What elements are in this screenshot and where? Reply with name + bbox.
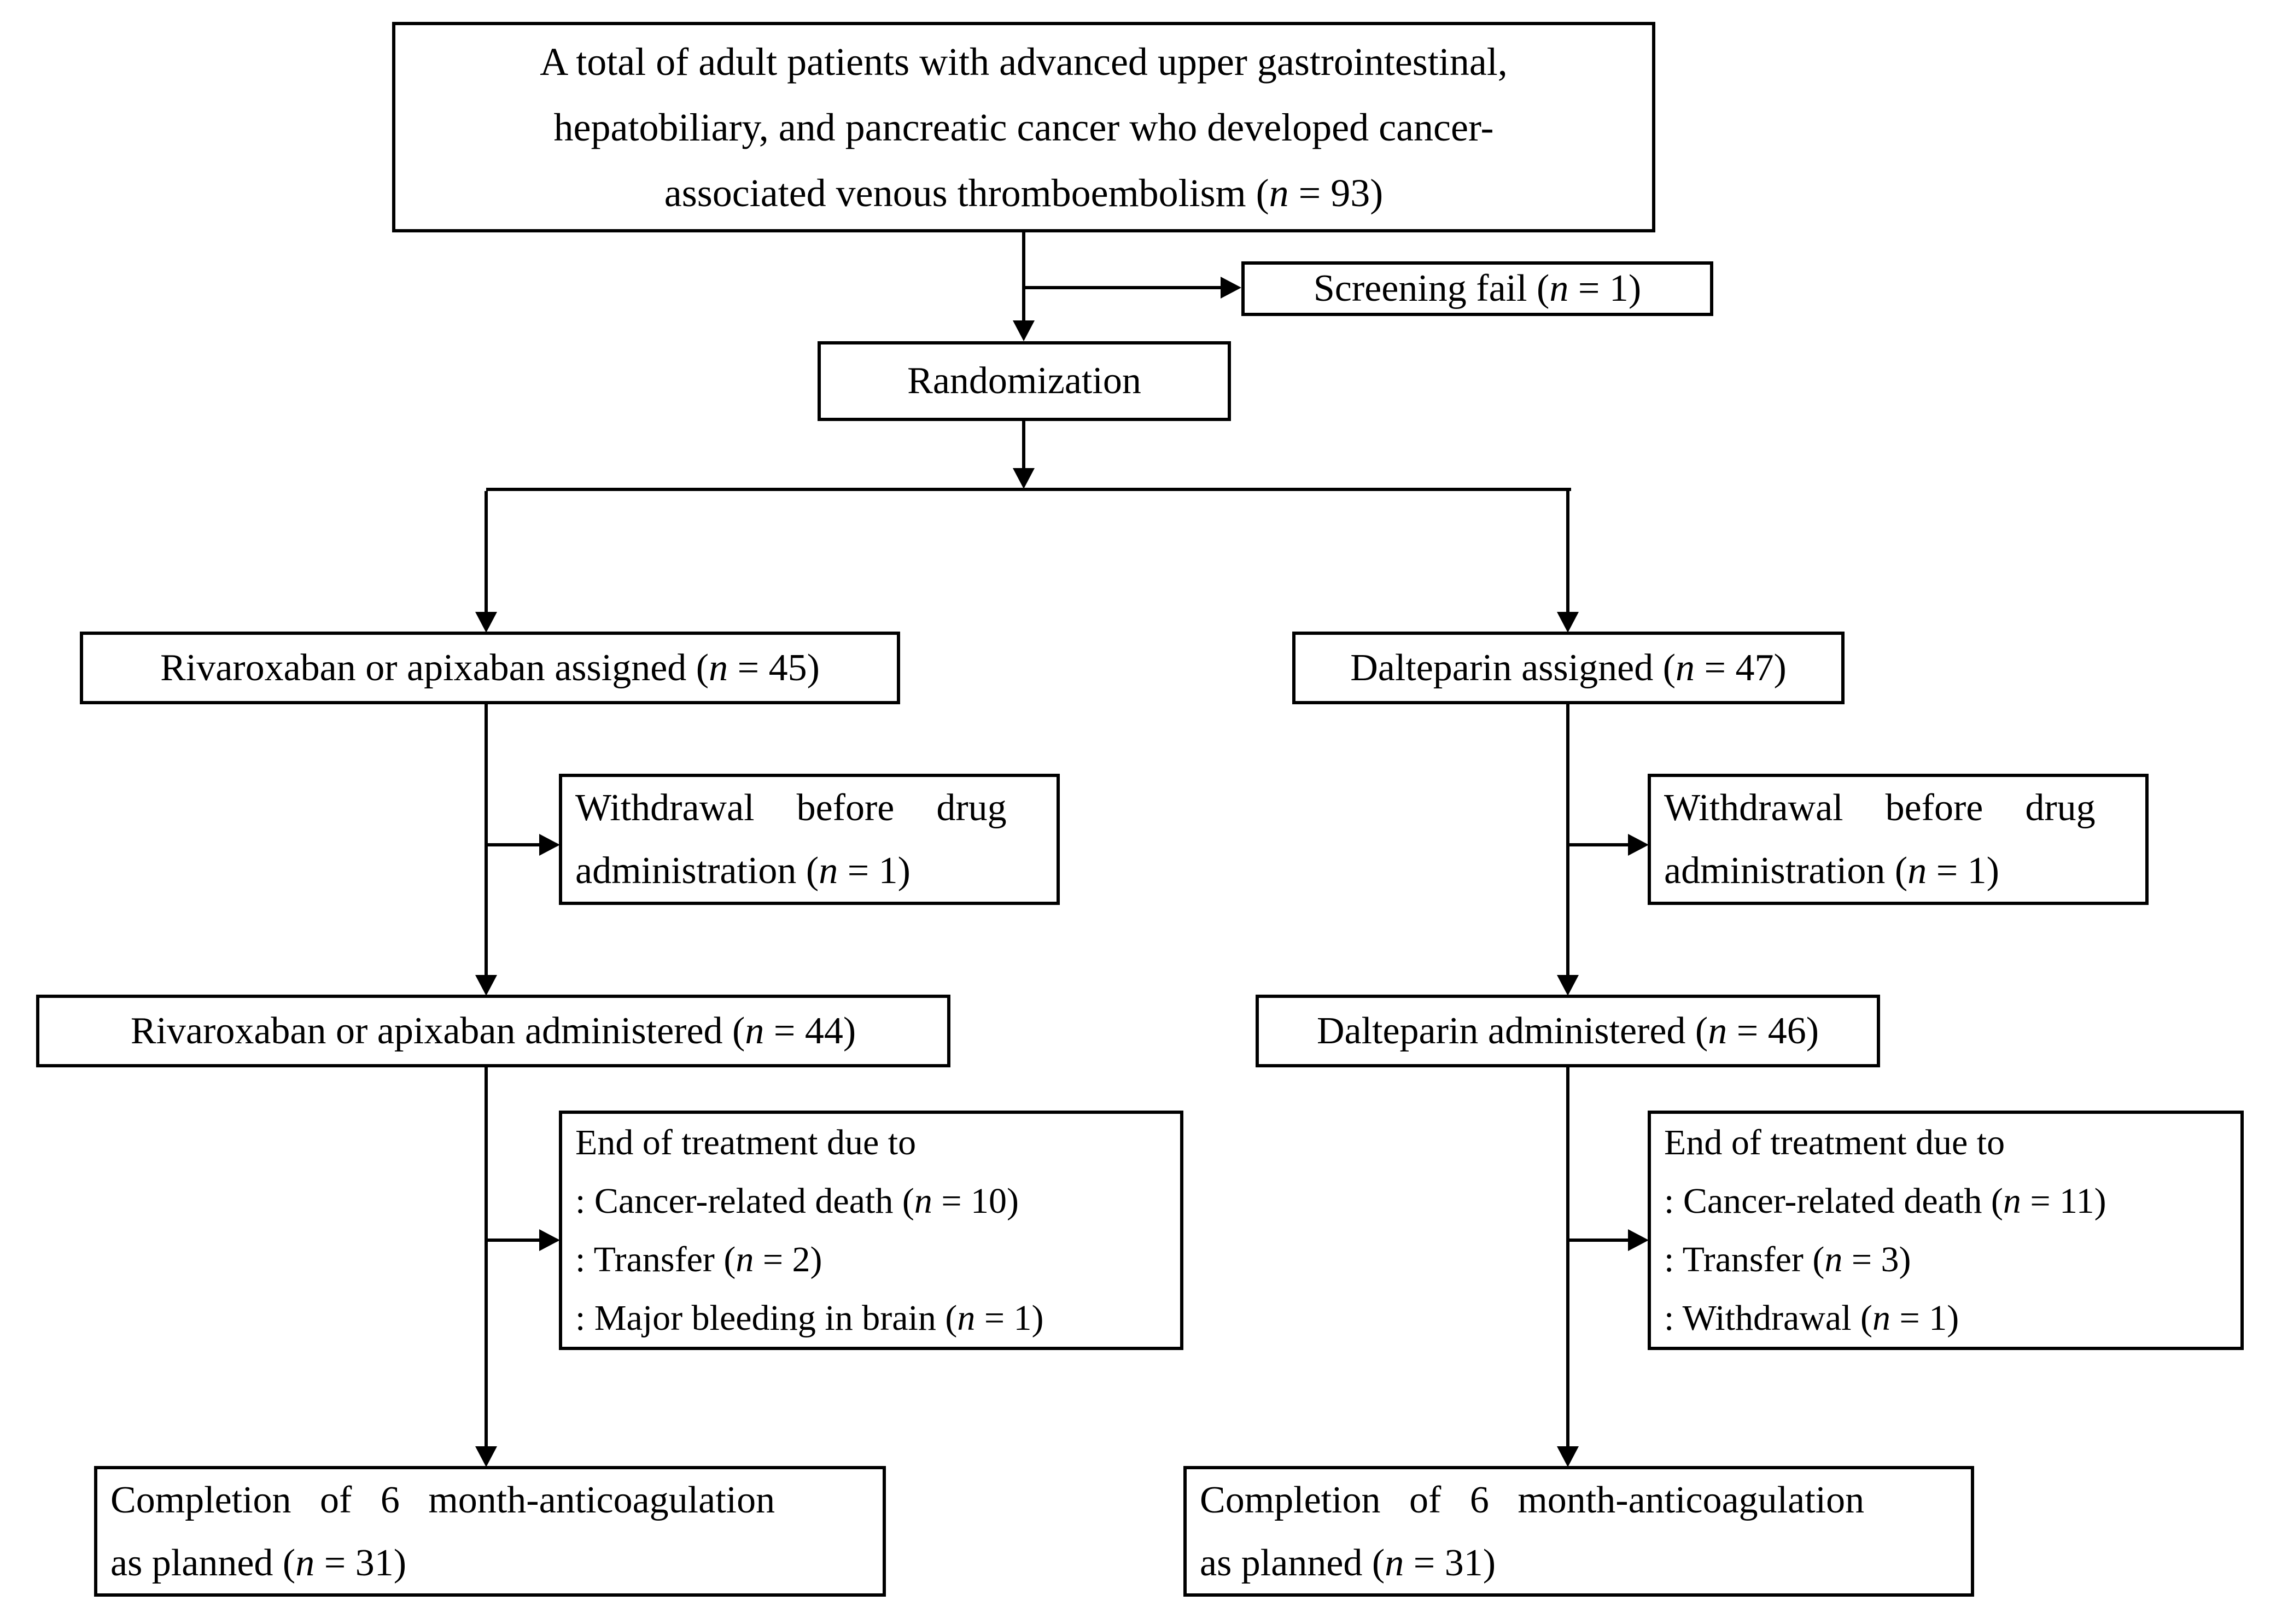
connector-to-end-of-treatment-left	[486, 1239, 539, 1242]
connector-split-bar	[486, 488, 1571, 491]
box-dalteparin-administered-text: Dalteparin administered (n = 46)	[1316, 1009, 1819, 1052]
box-total-patients-text: A total of adult patients with advanced …	[540, 39, 1508, 215]
box-dalteparin-assigned: Dalteparin assigned (n = 47)	[1292, 632, 1845, 704]
connector-dalteparin-assigned-to-administered	[1566, 704, 1569, 976]
box-rivaroxaban-assigned-text: Rivaroxaban or apixaban assigned (n = 45…	[160, 646, 820, 689]
connector-to-withdrawal-left	[486, 843, 539, 846]
arrowhead-into-completion-right	[1557, 1446, 1579, 1467]
box-end-of-treatment-right-text: End of treatment due to: Cancer-related …	[1664, 1123, 2106, 1338]
box-end-of-treatment-right: End of treatment due to: Cancer-related …	[1648, 1111, 2244, 1350]
box-rivaroxaban-administered: Rivaroxaban or apixaban administered (n …	[36, 995, 950, 1067]
connector-rivaroxaban-administered-to-completion	[485, 1067, 488, 1447]
box-randomization-text: Randomization	[907, 360, 1141, 402]
box-rivaroxaban-administered-text: Rivaroxaban or apixaban administered (n …	[130, 1009, 856, 1052]
arrowhead-into-completion-left	[475, 1446, 497, 1467]
connector-total-to-randomization	[1022, 232, 1025, 322]
arrowhead-into-end-of-treatment-left	[539, 1229, 560, 1251]
box-screening-fail-text: Screening fail (n = 1)	[1313, 267, 1642, 309]
arrowhead-into-dalteparin-assigned	[1557, 612, 1579, 633]
connector-rivaroxaban-assigned-to-administered	[485, 704, 488, 976]
box-end-of-treatment-left-text: End of treatment due to: Cancer-related …	[575, 1123, 1044, 1338]
arrowhead-into-withdrawal-right	[1628, 834, 1649, 856]
connector-to-end-of-treatment-right	[1568, 1239, 1628, 1242]
connector-to-withdrawal-right	[1568, 843, 1628, 846]
connector-split-to-dalteparin-assigned	[1566, 491, 1569, 613]
connector-dalteparin-administered-to-completion	[1566, 1067, 1569, 1447]
arrowhead-into-rivaroxaban-administered	[475, 975, 497, 996]
box-total-patients: A total of adult patients with advanced …	[392, 22, 1655, 232]
box-randomization: Randomization	[818, 341, 1231, 421]
arrowhead-into-screening-fail	[1221, 277, 1241, 299]
connector-randomization-to-split	[1022, 421, 1025, 469]
box-dalteparin-administered: Dalteparin administered (n = 46)	[1256, 995, 1880, 1067]
connector-split-to-rivaroxaban-assigned	[485, 491, 488, 613]
arrowhead-into-withdrawal-left	[539, 834, 560, 856]
arrowhead-into-end-of-treatment-right	[1628, 1229, 1649, 1251]
arrowhead-into-dalteparin-administered	[1557, 975, 1579, 996]
connector-to-screening-fail	[1024, 286, 1221, 289]
box-rivaroxaban-assigned: Rivaroxaban or apixaban assigned (n = 45…	[80, 632, 900, 704]
arrowhead-onto-split-bar	[1013, 468, 1035, 489]
box-dalteparin-assigned-text: Dalteparin assigned (n = 47)	[1350, 646, 1787, 689]
box-end-of-treatment-left: End of treatment due to: Cancer-related …	[559, 1111, 1183, 1350]
box-screening-fail: Screening fail (n = 1)	[1241, 261, 1713, 316]
arrowhead-into-randomization	[1013, 320, 1035, 341]
arrowhead-into-rivaroxaban-assigned	[475, 612, 497, 633]
